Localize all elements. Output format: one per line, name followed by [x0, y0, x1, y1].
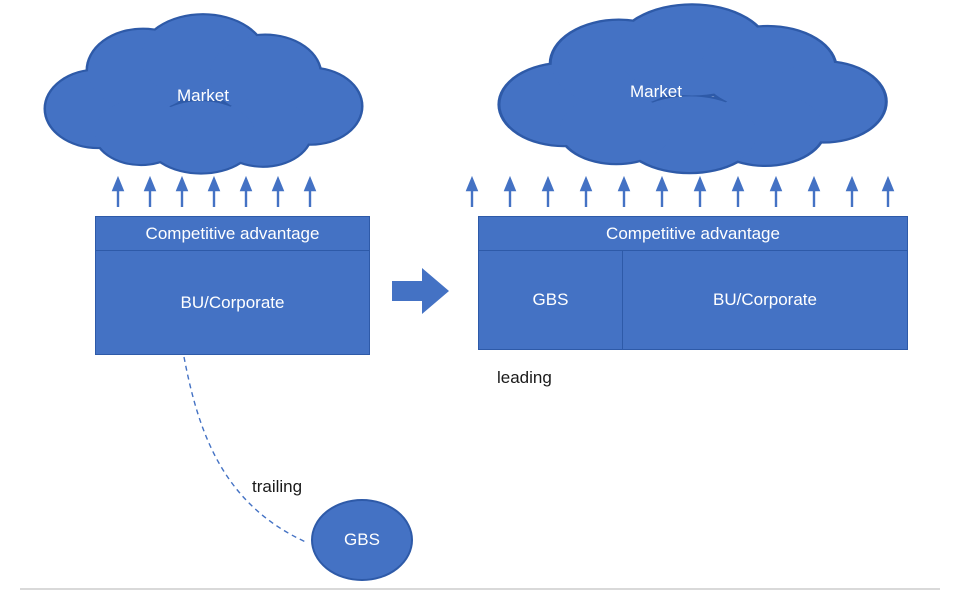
gbs-bu-box-right: Competitive advantage GBS BU/Corporate [478, 216, 908, 350]
competitive-advantage-header-left: Competitive advantage [96, 217, 369, 251]
gbs-ellipse-label: GBS [344, 530, 380, 549]
up-arrow-icon [175, 175, 189, 207]
competitive-advantage-label: Competitive advantage [606, 223, 780, 243]
competitive-advantage-label: Competitive advantage [145, 223, 320, 243]
up-arrow-icon [207, 175, 221, 207]
up-arrow-icon [465, 175, 479, 207]
gbs-label: GBS [532, 290, 569, 309]
gbs-ellipse [311, 499, 413, 581]
bu-corporate-label: BU/Corporate [180, 292, 285, 312]
up-arrow-icon [579, 175, 593, 207]
gbs-cell: GBS [479, 251, 623, 349]
leading-label: leading [497, 368, 552, 387]
up-arrow-icon [143, 175, 157, 207]
market-label-left: Market [177, 86, 229, 105]
bu-corporate-body-left: BU/Corporate [96, 251, 369, 354]
up-arrow-icon [807, 175, 821, 207]
bu-corporate-label: BU/Corporate [713, 290, 817, 309]
up-arrow-icon [845, 175, 859, 207]
transition-right-arrow-icon [392, 268, 449, 314]
gbs-bu-body-right: GBS BU/Corporate [479, 251, 907, 349]
competitive-advantage-header-right: Competitive advantage [479, 217, 907, 251]
trailing-connector-dashed-line [183, 356, 309, 544]
trailing-label: trailing [252, 477, 303, 496]
up-arrow-icon [731, 175, 745, 207]
competitive-arrows-right [465, 175, 895, 207]
up-arrow-icon [503, 175, 517, 207]
up-arrow-icon [239, 175, 253, 207]
up-arrow-icon [881, 175, 895, 207]
up-arrow-icon [271, 175, 285, 207]
up-arrow-icon [693, 175, 707, 207]
up-arrow-icon [303, 175, 317, 207]
up-arrow-icon [769, 175, 783, 207]
competitive-arrows-left [111, 175, 317, 207]
bu-corporate-cell: BU/Corporate [623, 251, 907, 349]
bu-corporate-box-left: Competitive advantage BU/Corporate [95, 216, 370, 355]
up-arrow-icon [617, 175, 631, 207]
up-arrow-icon [111, 175, 125, 207]
up-arrow-icon [541, 175, 555, 207]
market-label-right: Market [630, 82, 682, 101]
up-arrow-icon [655, 175, 669, 207]
